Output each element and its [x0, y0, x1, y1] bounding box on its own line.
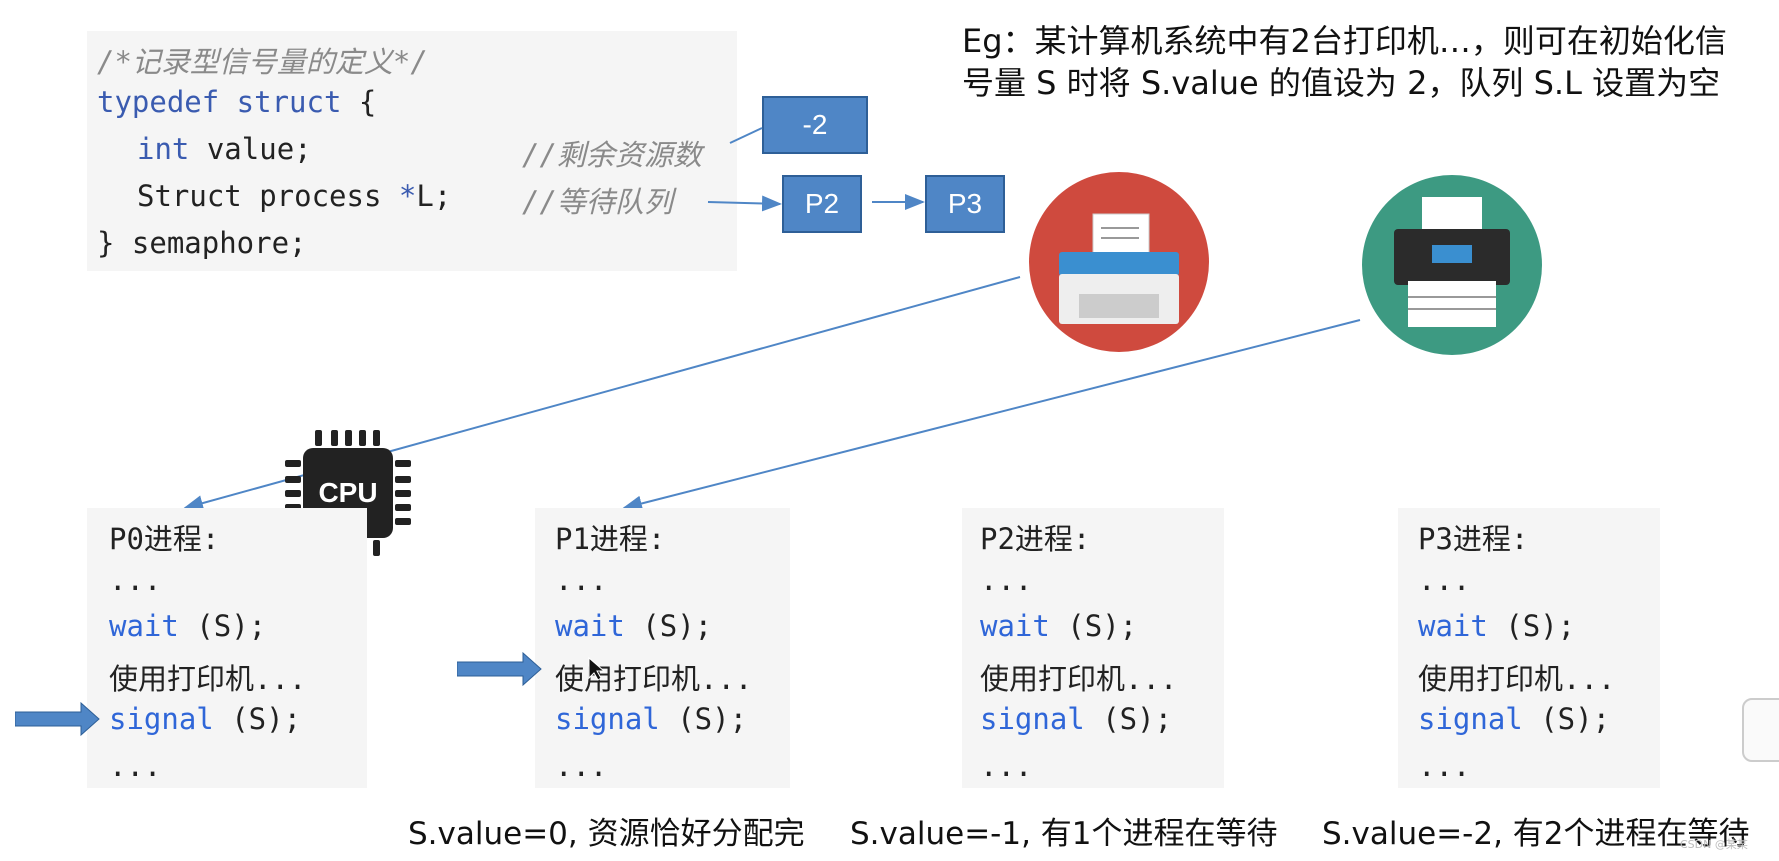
wait-line: wait (S); [109, 609, 267, 643]
queue-node-p3: P3 [925, 175, 1005, 233]
use-printer-line: 使用打印机... [109, 662, 307, 696]
wait-line: wait (S); [1418, 609, 1576, 643]
typedef-line: typedef struct { [97, 85, 377, 119]
value-comment: //剩余资源数 [522, 138, 702, 172]
printer2-to-p1-arrow [622, 319, 1361, 512]
status-p1: S.value=0, 资源恰好分配完 [408, 816, 805, 852]
process-decl-line: Struct process *L; [137, 179, 452, 213]
example-description: Eg：某计算机系统中有2台打印机…，则可在初始化信号量 S 时将 S.value… [962, 22, 1727, 102]
printer-green-icon [1362, 175, 1542, 355]
process-p0-code: P0进程: ... wait (S); 使用打印机... signal (S);… [87, 508, 367, 788]
process-p3-code: P3进程: ... wait (S); 使用打印机... signal (S);… [1398, 508, 1660, 788]
queue-to-p2-arrow [707, 195, 782, 212]
side-panel-tab[interactable] [1742, 698, 1779, 762]
signal-line: signal (S); [1418, 702, 1611, 736]
status-p2: S.value=-1, 有1个进程在等待 [850, 816, 1278, 852]
process-p2-code: P2进程: ... wait (S); 使用打印机... signal (S);… [962, 508, 1224, 788]
watermark: CSDN @某某 [1680, 838, 1748, 851]
printer-red-icon [1029, 172, 1209, 352]
mouse-cursor-icon [588, 656, 606, 681]
p0-execution-arrow [15, 701, 100, 737]
semaphore-closing-line: } semaphore; [97, 226, 307, 260]
signal-line: signal (S); [555, 702, 748, 736]
use-printer-line: 使用打印机... [980, 662, 1178, 696]
status-p3: S.value=-2, 有2个进程在等待 [1322, 816, 1750, 852]
process-title: P1进程: [555, 522, 666, 556]
p1-execution-arrow [457, 651, 542, 687]
queue-comment: //等待队列 [522, 185, 673, 219]
value-box: -2 [762, 96, 868, 154]
queue-node-p2: P2 [782, 175, 862, 233]
wait-line: wait (S); [555, 609, 713, 643]
process-title: P2进程: [980, 522, 1091, 556]
use-printer-line: 使用打印机... [555, 662, 753, 696]
int-keyword: int [137, 132, 190, 166]
wait-line: wait (S); [980, 609, 1138, 643]
process-title: P3进程: [1418, 522, 1529, 556]
process-title: P0进程: [109, 522, 220, 556]
struct-comment: /*记录型信号量的定义*/ [97, 45, 428, 79]
signal-line: signal (S); [980, 702, 1173, 736]
typedef-keyword: typedef struct [97, 85, 342, 119]
semaphore-struct-code: /*记录型信号量的定义*/ typedef struct { int value… [87, 31, 737, 271]
value-comment-connector [729, 127, 763, 144]
use-printer-line: 使用打印机... [1418, 662, 1616, 696]
signal-line: signal (S); [109, 702, 302, 736]
process-p1-code: P1进程: ... wait (S); 使用打印机... signal (S);… [535, 508, 790, 788]
cpu-label: CPU [318, 477, 378, 508]
value-decl-line: int value; [137, 132, 312, 166]
